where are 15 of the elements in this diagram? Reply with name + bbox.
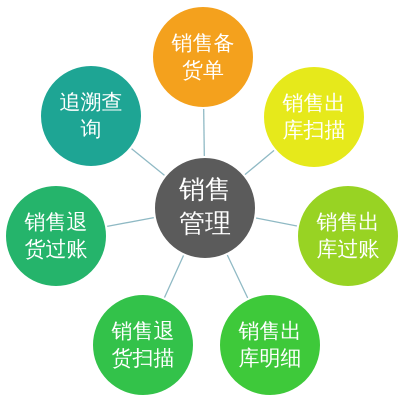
connector-line [256,217,298,227]
circle-label: 销售出库扫描 [282,90,346,144]
connector-line [244,150,274,176]
circle-label: 销售出库明细 [238,318,302,372]
circle-label: 销售退货扫描 [110,318,176,372]
circle-label: 追溯查询 [58,88,124,143]
connector-line [203,108,205,156]
connector-line [164,255,184,298]
circle-label: 销售管理 [178,174,232,241]
circle-label: 销售备货单 [170,30,236,84]
connector-line [106,216,154,228]
connector-line [131,148,165,176]
circle-label: 销售退货过账 [24,208,88,263]
circle-label: 销售出库过账 [316,208,380,263]
connector-line [226,254,248,298]
